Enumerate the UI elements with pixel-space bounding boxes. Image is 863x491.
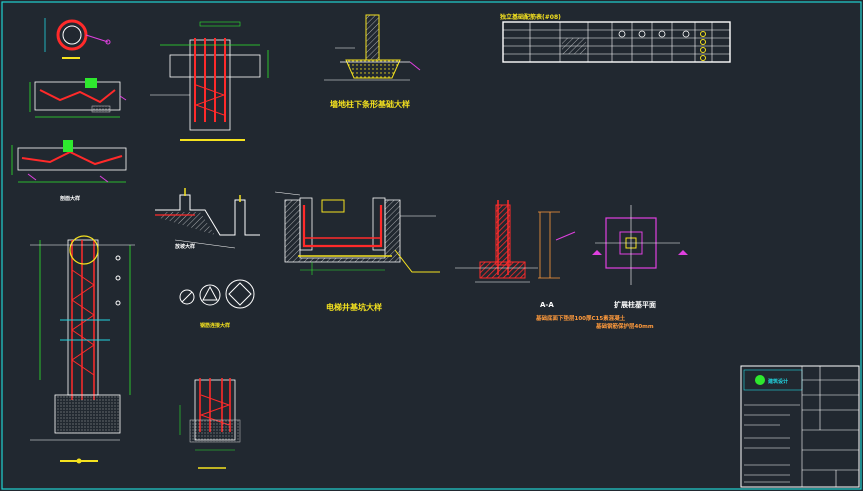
section-a-a-label: A-A: [540, 301, 554, 309]
note-1: 基础底面下垫层100厚C15素混凝土: [535, 314, 626, 322]
slope-caption: 放坡大样: [174, 243, 195, 250]
tall-column-elevation: [30, 235, 135, 464]
column-base-plan-label: 扩展柱基平面: [614, 300, 656, 309]
column-beam-joint: [150, 21, 269, 141]
pile-cap-section-2: 剖面大样: [11, 140, 127, 202]
note-2: 基础钢筋保护层40mm: [595, 322, 654, 330]
strip-footing-detail: 墙地柱下条形基础大样: [324, 14, 421, 109]
round-column-section: [44, 18, 111, 59]
rebar-schedule-table: 独立基础配筋表(#08): [499, 13, 731, 63]
title-block: 建筑设计: [740, 365, 860, 488]
pile-cap-section-1: [29, 78, 127, 118]
elevator-pit-detail: 电梯井基坑大样: [274, 191, 440, 312]
column-base-plan: 扩展柱基平面: [592, 205, 688, 309]
elevator-pit-label: 电梯井基坑大样: [326, 302, 382, 312]
column-footing-detail: [179, 378, 241, 469]
rebar-connection-circles: 钢筋连接大样: [179, 279, 255, 329]
section-a-a: A-A: [455, 200, 576, 309]
slope-detail: 放坡大样: [155, 188, 260, 250]
title-logo-text: 建筑设计: [767, 378, 788, 385]
connection-caption: 钢筋连接大样: [200, 322, 230, 329]
strip-footing-label: 墙地柱下条形基础大样: [330, 99, 410, 109]
table-title: 独立基础配筋表(#08): [499, 13, 561, 21]
left-mid-caption: 剖面大样: [60, 195, 80, 202]
